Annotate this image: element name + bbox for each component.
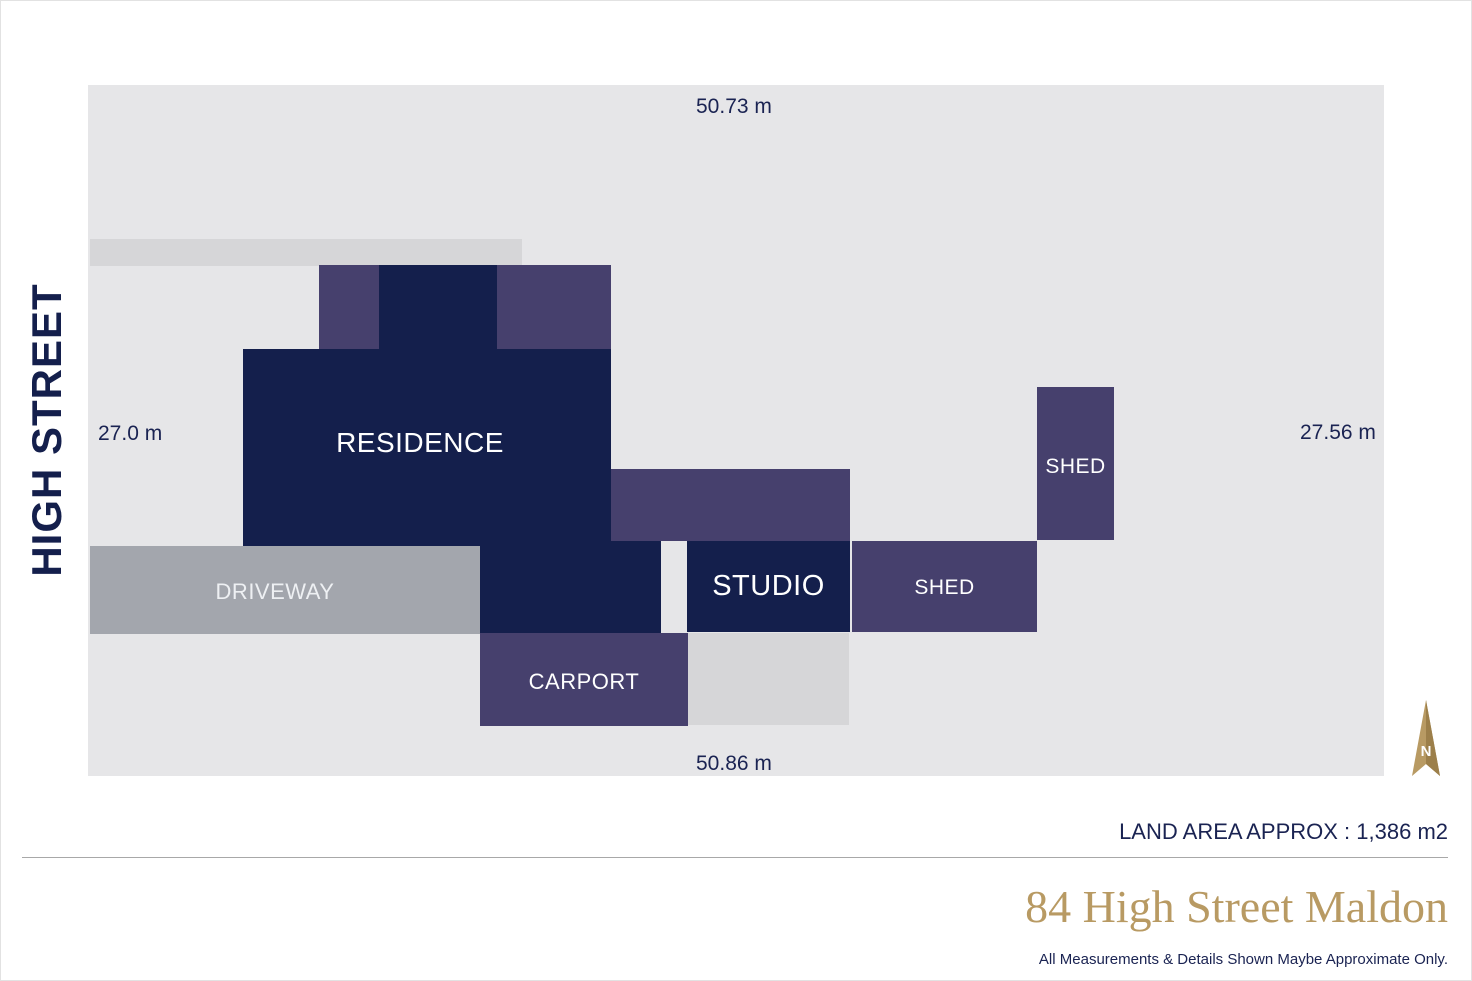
carport-block [480, 633, 688, 726]
residence-main [243, 367, 611, 547]
dimension-right: 27.56 m [1300, 421, 1376, 444]
street-name: HIGH STREET [23, 283, 70, 577]
shed-lower-block [852, 541, 1037, 632]
dimension-top: 50.73 m [696, 95, 772, 118]
rear-strip [90, 239, 522, 266]
residence-south-wing [480, 540, 661, 633]
residence-label: RESIDENCE [336, 427, 504, 458]
driveway-block [90, 546, 480, 634]
carport-label: CARPORT [528, 669, 640, 694]
disclaimer: All Measurements & Details Shown Maybe A… [1038, 951, 1448, 968]
divider [22, 857, 1448, 858]
residence-notch-left [243, 349, 346, 368]
residence-core-top [379, 265, 497, 350]
residence-main-upper [346, 349, 611, 368]
dimension-bottom: 50.86 m [696, 752, 772, 775]
property-address: 84 High Street Maldon [1025, 881, 1448, 932]
studio-link [611, 469, 850, 541]
north-arrow-icon: N [1412, 700, 1440, 776]
studio-label: STUDIO [712, 569, 825, 602]
shed-lower-label: SHED [914, 576, 975, 599]
land-area: LAND AREA APPROX : 1,386 m2 [1119, 819, 1448, 844]
north-letter: N [1421, 743, 1432, 760]
residence-annex-right [497, 265, 611, 350]
shed-upper-block [1037, 387, 1114, 540]
shed-upper-label: SHED [1045, 455, 1106, 478]
yard-area [688, 633, 849, 725]
studio-block [687, 541, 850, 632]
driveway-label: DRIVEWAY [215, 579, 335, 604]
dimension-left: 27.0 m [98, 422, 163, 445]
